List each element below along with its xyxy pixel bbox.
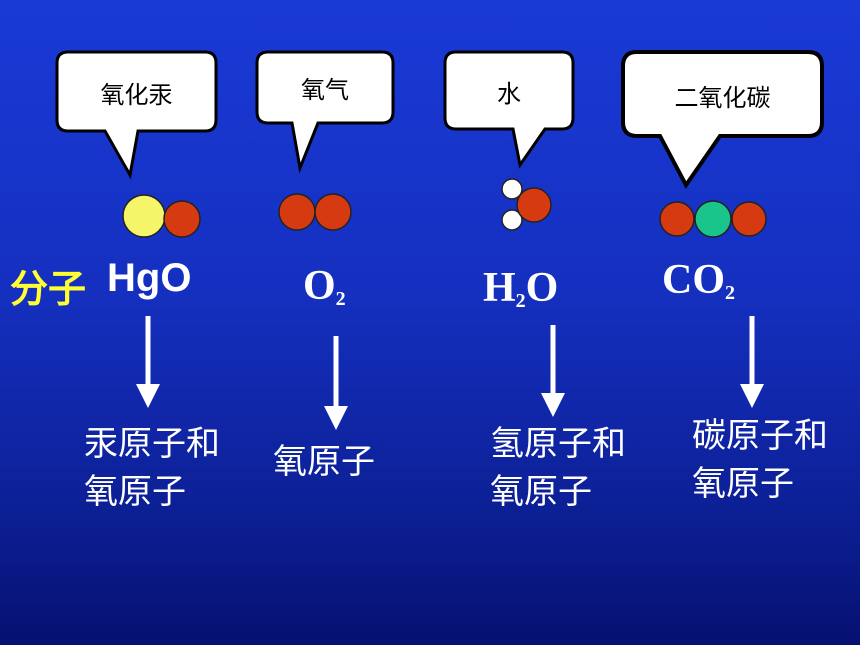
arrow-hgo [136, 316, 160, 408]
speech-bubble-h2o [443, 50, 575, 169]
bubble-label-hgo: 氧化汞 [100, 81, 173, 109]
oxygen-atom [659, 201, 695, 237]
speech-bubble-o2 [255, 50, 395, 174]
oxygen-atom [731, 201, 767, 237]
arrow-o2 [324, 336, 348, 430]
formula-hgo: HgO [107, 256, 192, 300]
atoms-text-co2: 碳原子和 氧原子 [692, 416, 828, 504]
formula-co2: CO2 [662, 257, 735, 304]
hgo-molecule [122, 194, 201, 238]
formula-o2: O2 [303, 263, 346, 310]
arrow-co2 [740, 316, 764, 408]
oxygen-atom [163, 200, 201, 238]
oxygen-atom [278, 193, 316, 231]
hydrogen-atom [501, 209, 523, 231]
atoms-text-o2: 氧原子 [273, 442, 375, 482]
bubble-label-co2: 二氧化碳 [674, 84, 771, 112]
molecule-row-label: 分子 [10, 267, 87, 311]
arrow-h2o [541, 325, 565, 417]
oxygen-atom [516, 187, 552, 223]
speech-bubble-hgo [55, 50, 218, 180]
co2-molecule [659, 200, 767, 238]
bubble-label-h2o: 水 [497, 80, 521, 108]
atoms-text-h2o: 氢原子和 氧原子 [490, 424, 626, 512]
h2o-molecule [501, 178, 552, 231]
bubble-label-o2: 氧气 [301, 76, 349, 104]
formula-h2o: H2O [483, 265, 559, 312]
carbon-atom [694, 200, 732, 238]
o2-molecule [278, 193, 352, 231]
atoms-text-hgo: 汞原子和 氧原子 [84, 424, 220, 512]
hydrogen-atom [501, 178, 523, 200]
oxygen-atom [314, 193, 352, 231]
mercury-atom [122, 194, 166, 238]
speech-bubble-co2 [621, 50, 824, 189]
